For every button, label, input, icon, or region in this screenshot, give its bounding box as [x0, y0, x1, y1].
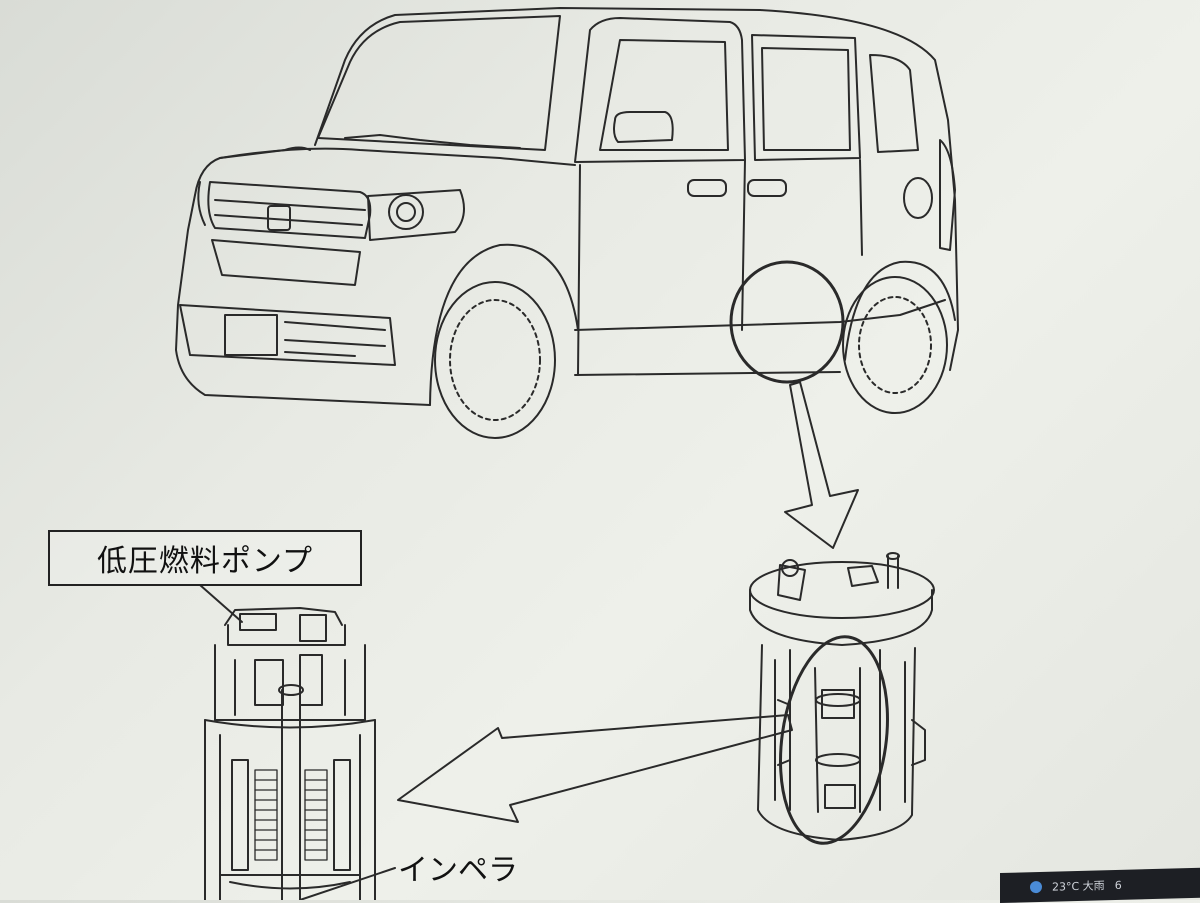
taskbar-fragment: 23°C 大雨 6 — [1000, 866, 1200, 903]
location-highlight-circle — [729, 260, 845, 384]
taskbar-weather-text[interactable]: 23°C 大雨 — [1052, 879, 1105, 894]
impeller-label: インペラ — [398, 853, 518, 888]
weather-icon[interactable] — [1030, 880, 1042, 894]
arrow-down-to-module — [784, 381, 859, 549]
pump-callout-leader — [199, 584, 243, 623]
low-pressure-fuel-pump-illustration — [204, 607, 376, 900]
car-illustration — [175, 7, 959, 439]
taskbar-number[interactable]: 6 — [1114, 878, 1122, 892]
arrow-to-pump-detail — [397, 714, 793, 823]
fuel-pump-module-illustration — [749, 552, 935, 841]
low-pressure-fuel-pump-label: 低圧燃料ポンプ — [48, 530, 362, 586]
impeller-callout-leader — [299, 867, 396, 900]
